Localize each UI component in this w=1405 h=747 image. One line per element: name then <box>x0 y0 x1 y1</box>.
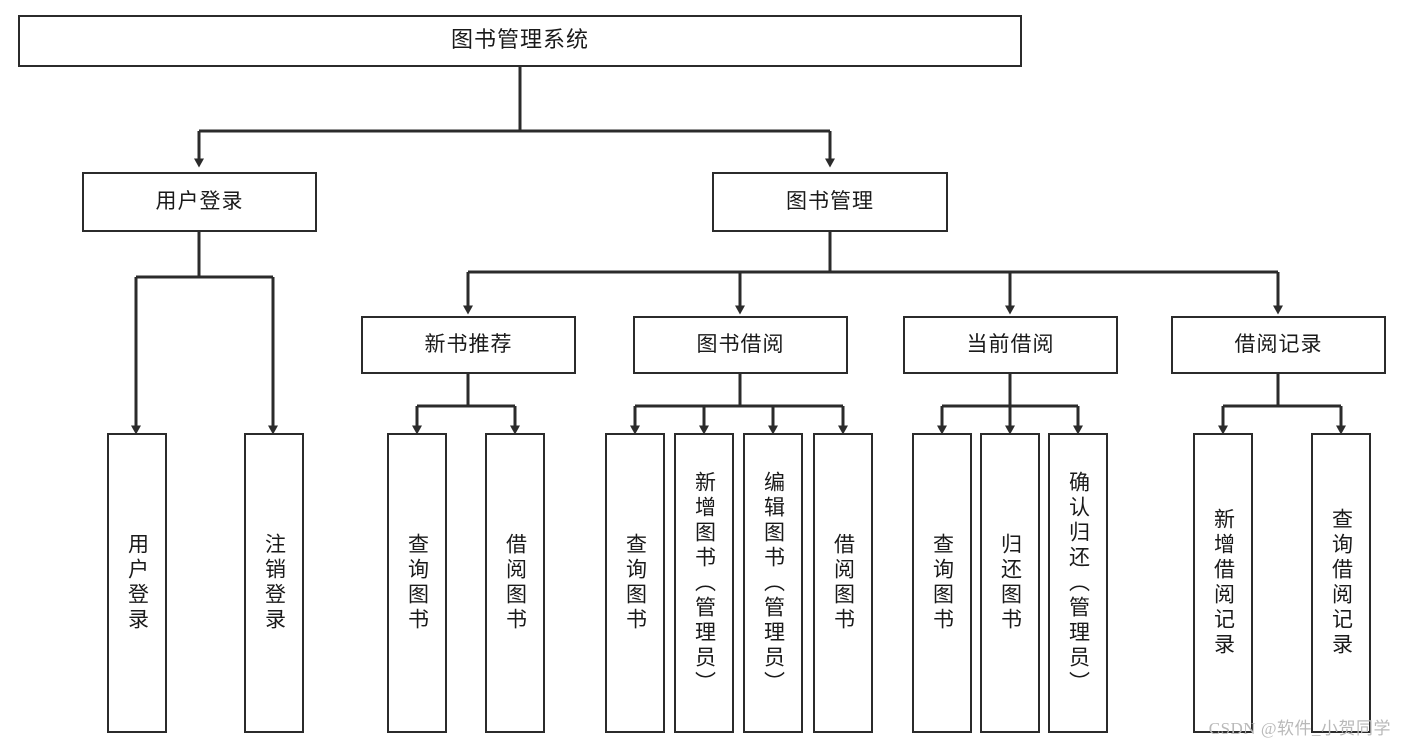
node-label: 图书管理系统 <box>450 27 589 53</box>
leaf-query-book-1[interactable]: 查询图书 <box>387 433 447 733</box>
leaf-borrow-book-2[interactable]: 借阅图书 <box>813 433 873 733</box>
node-label: 图书管理 <box>786 189 874 214</box>
node-root-system[interactable]: 图书管理系统 <box>18 15 1022 67</box>
node-book-manage[interactable]: 图书管理 <box>712 172 948 232</box>
node-label: 查询借阅记录 <box>1329 508 1354 658</box>
node-label: 图书借阅 <box>696 332 785 357</box>
leaf-user-login[interactable]: 用户登录 <box>107 433 167 733</box>
node-user-login[interactable]: 用户登录 <box>82 172 317 232</box>
node-label: 借阅图书 <box>831 533 856 633</box>
node-label: 当前借阅 <box>966 332 1055 357</box>
leaf-edit-book[interactable]: 编辑图书（管理员） <box>743 433 803 733</box>
leaf-confirm-return[interactable]: 确认归还（管理员） <box>1048 433 1108 733</box>
leaf-query-book-3[interactable]: 查询图书 <box>912 433 972 733</box>
node-label: 查询图书 <box>623 533 648 633</box>
node-label: 用户登录 <box>125 533 150 633</box>
leaf-user-logout[interactable]: 注销登录 <box>244 433 304 733</box>
leaf-return-book[interactable]: 归还图书 <box>980 433 1040 733</box>
node-label: 查询图书 <box>405 533 430 633</box>
node-label: 用户登录 <box>155 189 244 214</box>
node-label: 归还图书 <box>998 533 1023 633</box>
node-borrow-record[interactable]: 借阅记录 <box>1171 316 1386 374</box>
leaf-add-book[interactable]: 新增图书（管理员） <box>674 433 734 733</box>
leaf-borrow-book-1[interactable]: 借阅图书 <box>485 433 545 733</box>
node-label: 借阅记录 <box>1234 332 1323 357</box>
node-label: 查询图书 <box>930 533 955 633</box>
node-label: 新增借阅记录 <box>1211 508 1236 658</box>
node-label: 新书推荐 <box>424 332 513 357</box>
node-label: 确认归还（管理员） <box>1066 470 1091 696</box>
node-label: 编辑图书（管理员） <box>761 470 786 696</box>
node-current-borrow[interactable]: 当前借阅 <box>903 316 1118 374</box>
node-label: 借阅图书 <box>503 533 528 633</box>
node-book-borrow[interactable]: 图书借阅 <box>633 316 848 374</box>
leaf-query-book-2[interactable]: 查询图书 <box>605 433 665 733</box>
node-new-book-recommend[interactable]: 新书推荐 <box>361 316 576 374</box>
leaf-query-record[interactable]: 查询借阅记录 <box>1311 433 1371 733</box>
leaf-add-record[interactable]: 新增借阅记录 <box>1193 433 1253 733</box>
node-label: 新增图书（管理员） <box>692 470 717 696</box>
node-label: 注销登录 <box>262 533 287 633</box>
